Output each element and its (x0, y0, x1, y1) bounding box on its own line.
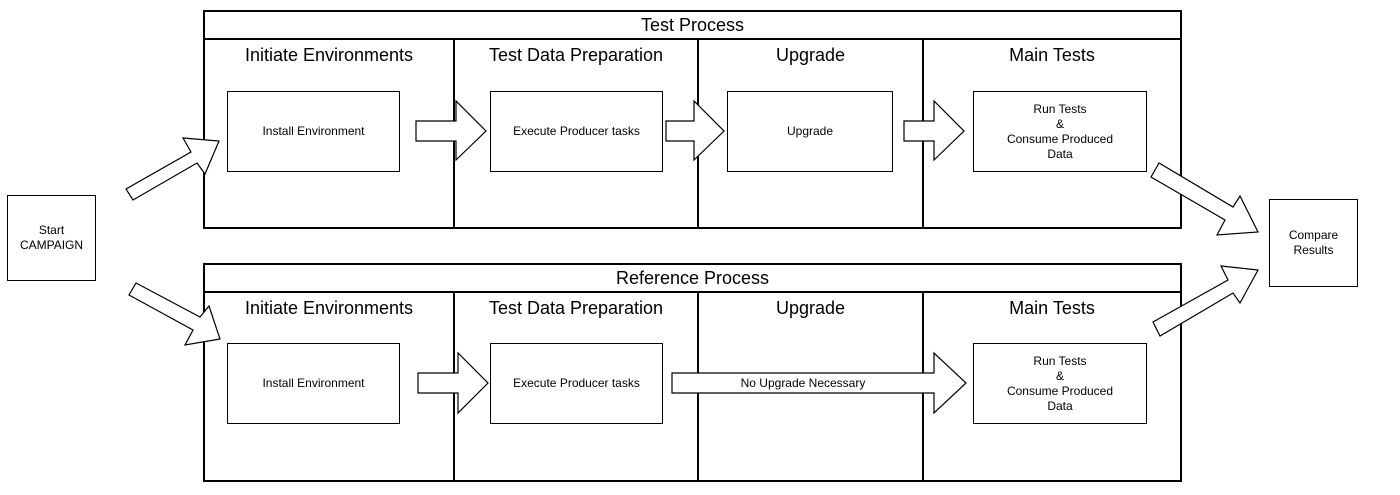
task-label: Install Environment (262, 124, 365, 138)
ref-no-upgrade-arrow (671, 351, 967, 415)
stage-title: Main Tests (1009, 44, 1095, 65)
compare-results-label: Compare Results (1288, 228, 1339, 257)
stage-title: Test Data Preparation (488, 44, 664, 65)
test-stage-initiate-environments: Initiate Environments (205, 40, 453, 227)
stage-title: Test Data Preparation (488, 297, 664, 318)
test-install-to-producer-arrow (415, 99, 487, 162)
test-process-title: Test Process (205, 12, 1180, 40)
compare-results-node: Compare Results (1269, 199, 1358, 287)
ref-stage-initiate-environments: Initiate Environments (205, 293, 453, 480)
test-producer-to-upgrade-arrow (665, 99, 725, 162)
task-label: Run Tests & Consume Produced Data (1006, 353, 1114, 413)
start-to-reference-arrow (128, 282, 221, 346)
test-execute-producer-box: Execute Producer tasks (490, 91, 663, 172)
test-upgrade-to-maintests-arrow (903, 99, 965, 162)
stage-title: Main Tests (1009, 297, 1095, 318)
task-label: Upgrade (786, 124, 834, 138)
start-to-test-arrow (125, 137, 220, 201)
test-upgrade-box: Upgrade (727, 91, 893, 172)
stage-title: Initiate Environments (244, 297, 414, 318)
task-label: Execute Producer tasks (513, 376, 640, 390)
ref-install-to-producer-arrow (417, 351, 489, 415)
stage-title: Upgrade (775, 297, 846, 318)
task-label: Execute Producer tasks (513, 124, 640, 138)
ref-run-tests-box: Run Tests & Consume Produced Data (973, 343, 1147, 424)
reference-to-compare-arrow (1152, 265, 1259, 337)
task-label: Install Environment (262, 376, 365, 390)
reference-process-title: Reference Process (205, 265, 1180, 293)
test-to-compare-arrow (1150, 162, 1259, 236)
ref-execute-producer-box: Execute Producer tasks (490, 343, 663, 424)
stage-title: Upgrade (775, 44, 846, 65)
task-label: Run Tests & Consume Produced Data (1006, 101, 1114, 161)
test-install-environment-box: Install Environment (227, 91, 400, 172)
no-upgrade-necessary-label: No Upgrade Necessary (740, 376, 866, 390)
test-run-tests-box: Run Tests & Consume Produced Data (973, 91, 1147, 172)
start-campaign-node: Start CAMPAIGN (7, 195, 96, 281)
start-campaign-label: Start CAMPAIGN (19, 223, 84, 252)
stage-title: Initiate Environments (244, 44, 414, 65)
ref-install-environment-box: Install Environment (227, 343, 400, 424)
